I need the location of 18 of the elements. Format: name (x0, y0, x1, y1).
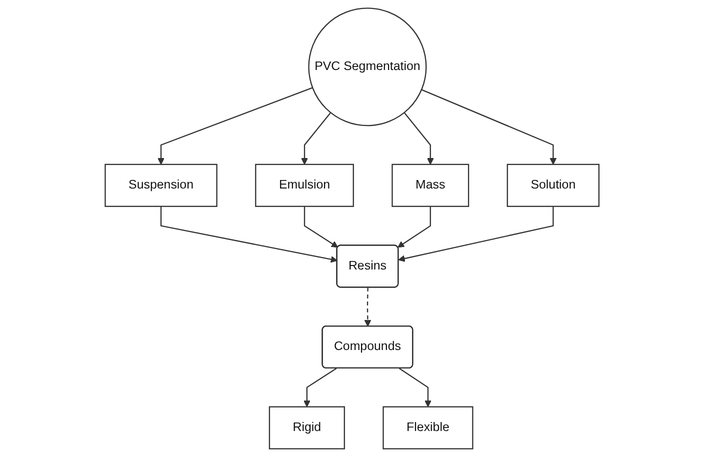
node-box: Suspension (104, 164, 218, 207)
arrow (404, 112, 434, 165)
arrow (303, 368, 337, 408)
arrow (421, 89, 556, 165)
node-box: Solution (506, 164, 600, 207)
arrow (398, 206, 554, 262)
arrow (304, 206, 338, 248)
node-box: Mass (392, 164, 470, 207)
arrow (397, 206, 431, 248)
arrow (364, 288, 372, 327)
node-box: Flexible (382, 406, 474, 450)
node-circle: PVC Segmentation (308, 8, 427, 126)
arrow (398, 368, 432, 408)
arrow (301, 112, 331, 165)
node-box: Rigid (268, 406, 345, 450)
arrow (158, 87, 313, 165)
node-box: Emulsion (254, 164, 354, 207)
arrow (160, 206, 338, 263)
